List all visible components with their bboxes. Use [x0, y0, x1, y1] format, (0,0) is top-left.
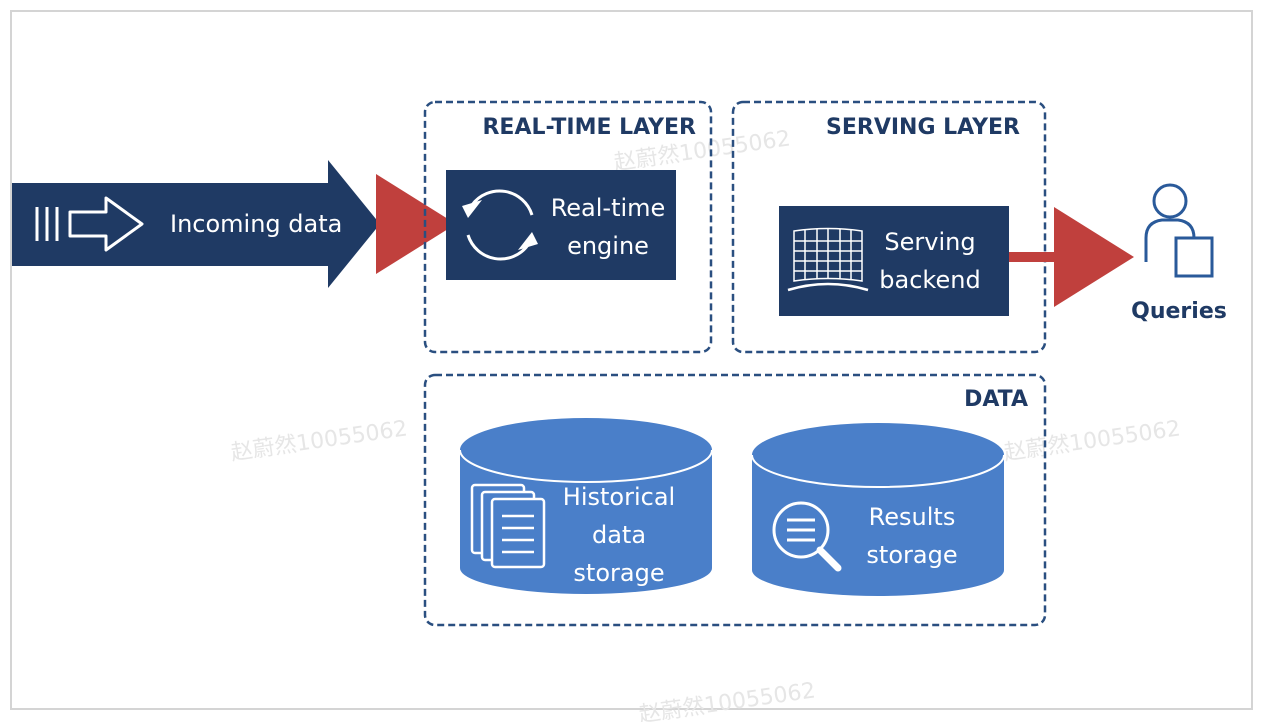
realtime-layer-title: REAL-TIME LAYER — [482, 115, 696, 140]
results-storage-cylinder: Results storage — [751, 423, 1005, 596]
results-storage-label-line1: Results — [869, 503, 956, 531]
serving-backend-box: Serving backend — [779, 206, 1009, 316]
watermark-text: 赵蔚然10055062 — [637, 678, 817, 722]
serving-backend-label-line1: Serving — [884, 228, 975, 256]
refresh-cycle-icon — [462, 189, 538, 261]
results-storage-label-line2: storage — [866, 541, 957, 569]
realtime-layer: REAL-TIME LAYER Real-time engine — [423, 100, 713, 354]
historical-storage-label-line1: Historical — [563, 483, 675, 511]
user-query-icon — [1144, 183, 1214, 278]
documents-stack-icon — [470, 483, 546, 569]
data-layer: DATA Historical data storage — [423, 373, 1047, 627]
realtime-engine-label-line1: Real-time — [551, 194, 666, 222]
watermark-text: 赵蔚然10055062 — [1002, 416, 1182, 466]
historical-storage-label-line2: data — [592, 521, 646, 549]
watermark-text: 赵蔚然10055062 — [229, 416, 409, 466]
serving-backend-label-line2: backend — [879, 266, 980, 294]
historical-storage-cylinder: Historical data storage — [459, 418, 713, 594]
queries-label: Queries — [1131, 299, 1227, 324]
data-layer-title: DATA — [964, 387, 1028, 412]
incoming-data-label: Incoming data — [170, 210, 342, 238]
serving-layer-title: SERVING LAYER — [826, 115, 1020, 140]
magnifier-list-icon — [772, 501, 842, 572]
realtime-engine-box: Real-time engine — [446, 170, 676, 280]
grid-mesh-icon — [787, 227, 869, 292]
incoming-data-arrow: Incoming data — [12, 160, 380, 288]
realtime-engine-label-line2: engine — [567, 232, 649, 260]
serving-layer: SERVING LAYER Serving backend — [731, 100, 1047, 354]
input-arrow-icon — [35, 196, 144, 252]
historical-storage-label-line3: storage — [573, 559, 664, 587]
image-frame — [10, 10, 1253, 710]
queries-node: Queries — [1131, 183, 1227, 324]
